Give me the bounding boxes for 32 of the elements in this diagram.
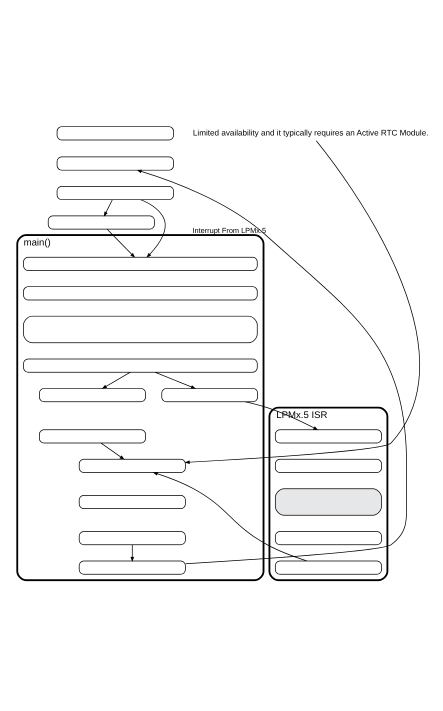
cluster: main() <box>16 234 264 581</box>
node-box <box>39 428 146 443</box>
node-box <box>48 215 155 230</box>
arrow <box>102 371 131 388</box>
node-box <box>23 358 258 372</box>
arrow <box>244 400 318 430</box>
node-box <box>274 488 382 516</box>
node-box <box>78 560 186 574</box>
node-box <box>56 156 174 170</box>
node-box <box>274 428 382 443</box>
arrow <box>152 472 308 561</box>
node-box <box>274 458 382 472</box>
arrow <box>136 169 407 564</box>
arrow <box>184 140 420 464</box>
node-box <box>78 530 186 545</box>
node-box <box>56 126 174 140</box>
node-box <box>161 388 258 402</box>
node-box <box>23 315 258 343</box>
node-box <box>23 286 258 300</box>
node-box <box>78 494 186 508</box>
arrow <box>104 198 113 216</box>
arrow <box>107 228 136 258</box>
node-box <box>39 388 146 402</box>
node-box <box>56 186 174 200</box>
arrow <box>100 442 125 460</box>
node-text: Limited availability and it typically requires an Active RTC Module. <box>192 128 429 137</box>
node-box <box>23 256 258 270</box>
node-box <box>78 458 186 472</box>
arrow <box>154 371 196 388</box>
node-box <box>274 530 382 545</box>
node-box <box>274 560 382 574</box>
arrow <box>130 544 134 562</box>
